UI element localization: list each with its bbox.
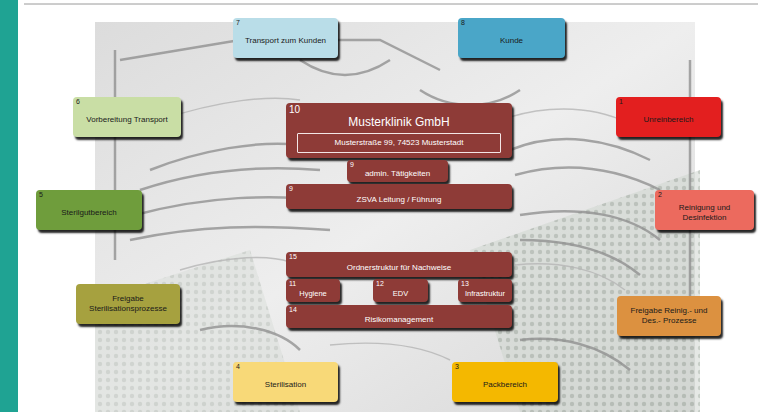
callout-number: 5: [39, 191, 43, 199]
process-box: 1Unreinbereich: [616, 97, 721, 137]
box-label: ZSVA Leitung / Führung: [357, 195, 442, 205]
callout-number: 15: [289, 253, 297, 261]
callout-number: 2: [658, 191, 662, 199]
process-box: 9 admin. Tätigkeiten: [347, 160, 448, 182]
process-box: 13Infrastruktur: [458, 279, 512, 302]
box-label: Musterstraße 99, 74523 Musterstadt: [335, 138, 464, 148]
process-box: 2Reinigung und Desinfektion: [655, 190, 754, 230]
process-box: 6Vorbereitung Transport: [73, 97, 181, 137]
process-box: 4Sterilisation: [233, 362, 338, 402]
box-label: Freigabe Sterilisationsprozesse: [80, 294, 176, 313]
box-label: Infrastruktur: [465, 289, 505, 298]
top-rule: [24, 4, 758, 5]
box-label: Packbereich: [483, 380, 527, 390]
process-box: 12EDV: [373, 279, 428, 302]
process-box: 5Sterilgutbereich: [36, 190, 142, 230]
process-box: 8Kunde: [458, 18, 565, 58]
process-box: 15Ordnerstruktur für Nachweise: [286, 252, 512, 277]
instrument-tray-photo: [95, 22, 700, 412]
callout-number: 6: [76, 98, 80, 106]
box-label: Vorbereitung Transport: [86, 115, 167, 125]
process-box: 9ZSVA Leitung / Führung: [286, 184, 512, 209]
process-box: Freigabe Sterilisationsprozesse: [76, 284, 180, 324]
callout-number: 13: [461, 280, 469, 288]
box-label: Hygiene: [299, 289, 327, 298]
box-title: Musterklinik GmbH: [348, 115, 449, 129]
process-box: 3Packbereich: [452, 362, 558, 402]
box-label: Reinigung und Desinfektion: [659, 203, 750, 222]
box-label: Transport zum Kunden: [245, 36, 326, 46]
callout-number: 9: [289, 185, 293, 193]
box-label: Freigabe Reinig.- und Des.- Prozesse: [621, 306, 717, 325]
callout-number: 11: [289, 280, 296, 288]
callout-number: 4: [236, 363, 240, 371]
callout-number: 7: [236, 19, 240, 27]
callout-number: 9: [350, 161, 354, 169]
callout-number: 1: [619, 98, 623, 106]
box-label: Kunde: [500, 36, 523, 46]
box-label: Ordnerstruktur für Nachweise: [347, 263, 451, 273]
callout-number: 14: [289, 306, 297, 314]
callout-number: 3: [455, 363, 459, 371]
callout-number: 8: [461, 19, 465, 27]
process-box: Freigabe Reinig.- und Des.- Prozesse: [617, 296, 721, 336]
callout-number: 10: [289, 104, 300, 115]
callout-number: 12: [376, 280, 384, 288]
box-label: Sterilisation: [265, 380, 306, 390]
address-box: Musterstraße 99, 74523 Musterstadt: [297, 133, 501, 153]
side-bar: [0, 0, 18, 412]
process-box: 10Musterklinik GmbH Musterstraße 99, 7452…: [286, 103, 512, 158]
box-label: EDV: [393, 289, 408, 298]
process-box: 11Hygiene: [286, 279, 340, 302]
box-label: Unreinbereich: [644, 115, 694, 125]
box-label: Risikomanagement: [365, 315, 433, 325]
process-box: 14Risikomanagement: [286, 305, 512, 328]
process-box: 7Transport zum Kunden: [233, 18, 338, 58]
box-label: admin. Tätigkeiten: [365, 169, 430, 179]
box-label: Sterilgutbereich: [61, 208, 117, 218]
